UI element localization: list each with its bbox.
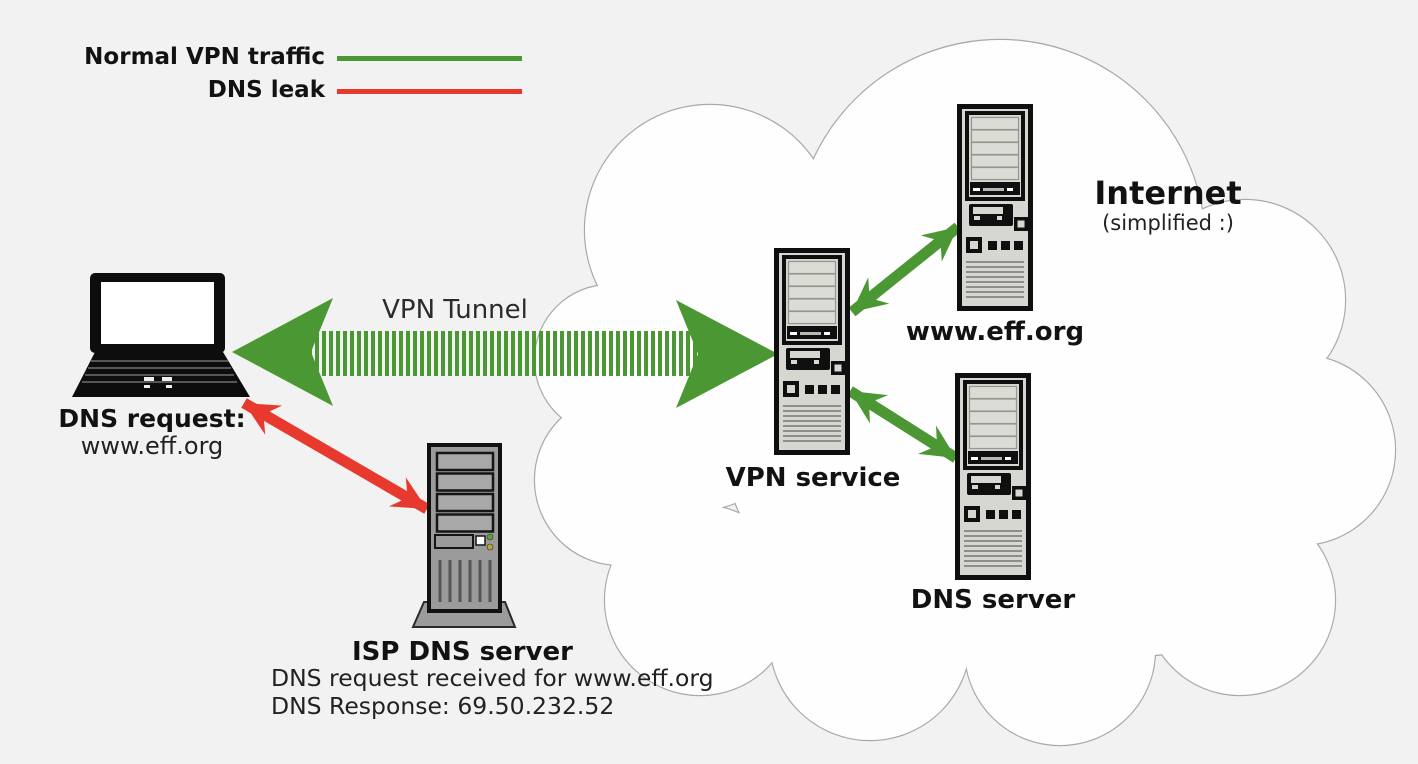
dns-server-label: DNS server (910, 585, 1076, 615)
dns-server-icon (958, 376, 1029, 578)
internet-title: Internet (1094, 174, 1242, 212)
vpn-service-server-icon (777, 251, 848, 453)
vpn-tunnel-left-arrowhead (232, 298, 333, 406)
isp-dns-server-label: ISP DNS server (352, 637, 573, 667)
isp-dns-server-icon (411, 443, 517, 628)
client-dns-request-domain: www.eff.org (80, 432, 224, 460)
legend-red-line (337, 89, 522, 94)
vpn-tunnel-right-arrowhead (676, 300, 778, 408)
web-server-icon (960, 107, 1031, 309)
laptop-icon (72, 273, 250, 397)
legend-green-line (337, 56, 522, 61)
vpn-to-dns-arrow (847, 386, 959, 463)
vpn-to-web-arrow (848, 222, 962, 317)
legend-normal-vpn-label: Normal VPN traffic (84, 44, 325, 70)
isp-dns-response-line: DNS Response: 69.50.232.52 (271, 692, 615, 720)
legend-dns-leak-label: DNS leak (207, 77, 325, 103)
vpn-tunnel-arrow (232, 298, 778, 408)
isp-dns-request-line: DNS request received for www.eff.org (271, 664, 714, 692)
vpn-tunnel-striped-shaft (308, 331, 700, 376)
dns-leak-arrow (241, 398, 430, 514)
vpn-service-label: VPN service (725, 463, 901, 493)
internet-subtitle: (simplified :) (1102, 211, 1234, 235)
web-server-label: www.eff.org (905, 317, 1085, 347)
vpn-tunnel-label: VPN Tunnel (382, 295, 528, 325)
client-dns-request-label: DNS request: (58, 404, 246, 433)
